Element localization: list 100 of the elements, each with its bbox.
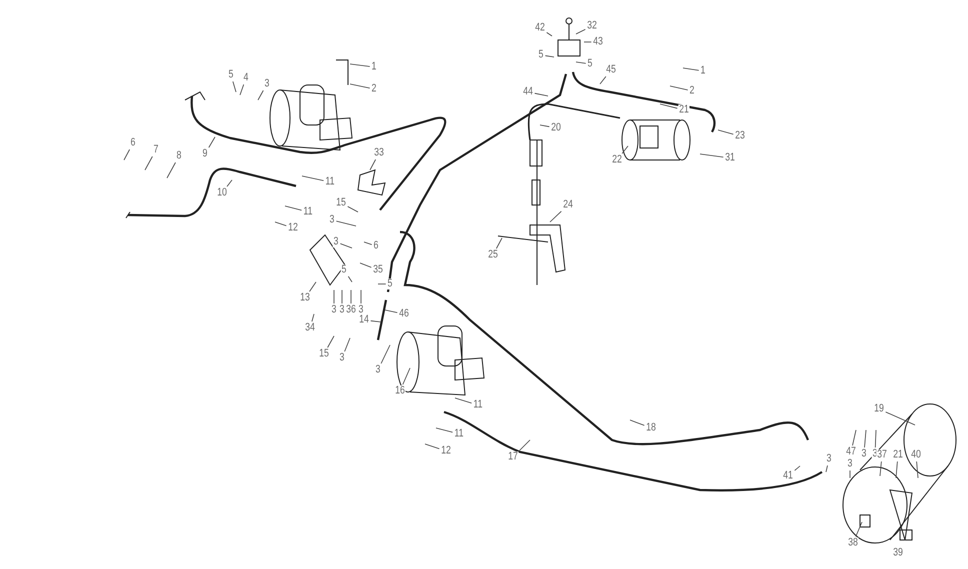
- callout-number: 5: [228, 70, 234, 80]
- callout-number: 37: [876, 450, 888, 460]
- leader-line: [344, 338, 350, 352]
- callout-number: 2: [688, 86, 696, 96]
- callout-number: 16: [394, 386, 406, 396]
- callout-number: 47: [845, 446, 857, 458]
- leader-line: [916, 461, 918, 478]
- leader-line: [855, 522, 862, 537]
- leader-line: [576, 62, 586, 64]
- leader-line: [380, 344, 390, 364]
- callout-number: 25: [487, 250, 499, 260]
- callout-number: 3: [846, 458, 854, 470]
- callout-number: 3: [860, 448, 868, 460]
- leader-line: [340, 243, 352, 248]
- leader-line: [700, 154, 724, 158]
- callout-number: 5: [538, 50, 544, 60]
- leader-line: [336, 220, 356, 226]
- callout-number: 9: [202, 148, 208, 160]
- leader-line: [258, 90, 264, 100]
- callout-number: 3: [826, 454, 832, 464]
- callout-number: 39: [892, 548, 904, 558]
- callout-number: 3: [358, 304, 364, 316]
- callout-number: 4: [242, 72, 250, 84]
- leader-line: [540, 124, 550, 128]
- callout-number: 2: [370, 84, 378, 94]
- leader-line: [312, 314, 314, 322]
- leader-line: [794, 466, 800, 471]
- leader-line: [370, 159, 376, 170]
- leader-line: [350, 84, 370, 88]
- leader-line: [309, 282, 316, 292]
- leader-line: [327, 336, 334, 348]
- callout-number: 3: [330, 304, 338, 316]
- callout-number: 31: [724, 152, 736, 164]
- leader-line: [874, 430, 876, 448]
- callout-number: 11: [324, 176, 336, 188]
- leader-line: [424, 444, 440, 450]
- callout-number: 23: [734, 130, 746, 142]
- callout-number: 5: [340, 264, 348, 276]
- callout-number: 36: [345, 304, 357, 316]
- callout-number: 38: [847, 538, 859, 548]
- leader-line: [896, 461, 898, 478]
- leader-line: [166, 162, 176, 178]
- leader-line: [350, 290, 352, 304]
- callout-number: 20: [550, 122, 562, 134]
- callout-number: 3: [328, 214, 336, 226]
- callout-number: 3: [338, 304, 346, 316]
- callout-number: 32: [586, 20, 598, 32]
- callout-number: 1: [370, 62, 378, 72]
- leader-line: [880, 461, 882, 476]
- leader-line: [144, 156, 153, 170]
- callout-number: 19: [873, 404, 885, 414]
- leader-line: [364, 242, 372, 245]
- callout-number: 15: [335, 198, 347, 208]
- callout-number: 24: [562, 200, 574, 210]
- callout-number: 3: [338, 352, 346, 364]
- callout-number: 5: [386, 278, 394, 290]
- callout-number: 17: [507, 452, 519, 462]
- leader-line: [496, 238, 502, 249]
- leader-line: [454, 398, 472, 404]
- callout-number: 3: [264, 78, 270, 90]
- leader-line: [284, 206, 302, 211]
- callout-number: 11: [302, 206, 314, 218]
- leader-line: [350, 64, 370, 67]
- callout-number: 7: [152, 144, 160, 156]
- leader-line: [302, 176, 324, 181]
- callout-number: 3: [374, 364, 382, 376]
- callout-number: 5: [586, 58, 594, 70]
- leader-line: [436, 428, 453, 433]
- leader-line: [622, 146, 628, 154]
- callout-number: 11: [472, 400, 484, 410]
- leader-line: [550, 210, 562, 222]
- callout-number: 40: [910, 450, 922, 460]
- leader-line: [370, 320, 382, 322]
- callout-number: 12: [287, 222, 299, 234]
- leader-line: [274, 222, 287, 226]
- leader-line: [226, 180, 232, 187]
- leader-line: [885, 412, 916, 426]
- leader-line: [519, 440, 530, 451]
- leader-line: [384, 310, 398, 313]
- leader-line: [232, 81, 236, 92]
- leader-line: [682, 68, 700, 71]
- leader-line: [208, 136, 216, 148]
- callout-number: 44: [522, 86, 534, 98]
- leader-line: [544, 55, 554, 58]
- callout-number: 15: [318, 348, 330, 360]
- callout-number: 1: [700, 66, 706, 76]
- callout-number: 21: [892, 450, 904, 460]
- leader-line: [360, 290, 362, 304]
- leader-line: [660, 104, 678, 109]
- callout-number: 35: [372, 264, 384, 276]
- callout-number: 11: [454, 428, 464, 440]
- callout-number: 22: [611, 154, 623, 166]
- leader-line: [630, 420, 645, 426]
- callout-number: 8: [176, 150, 182, 162]
- callout-number: 12: [440, 446, 452, 456]
- leader-line: [600, 76, 606, 84]
- callout-number: 42: [534, 22, 546, 34]
- leader-line: [864, 430, 866, 448]
- callout-number: 46: [398, 308, 410, 320]
- leader-line: [546, 32, 552, 36]
